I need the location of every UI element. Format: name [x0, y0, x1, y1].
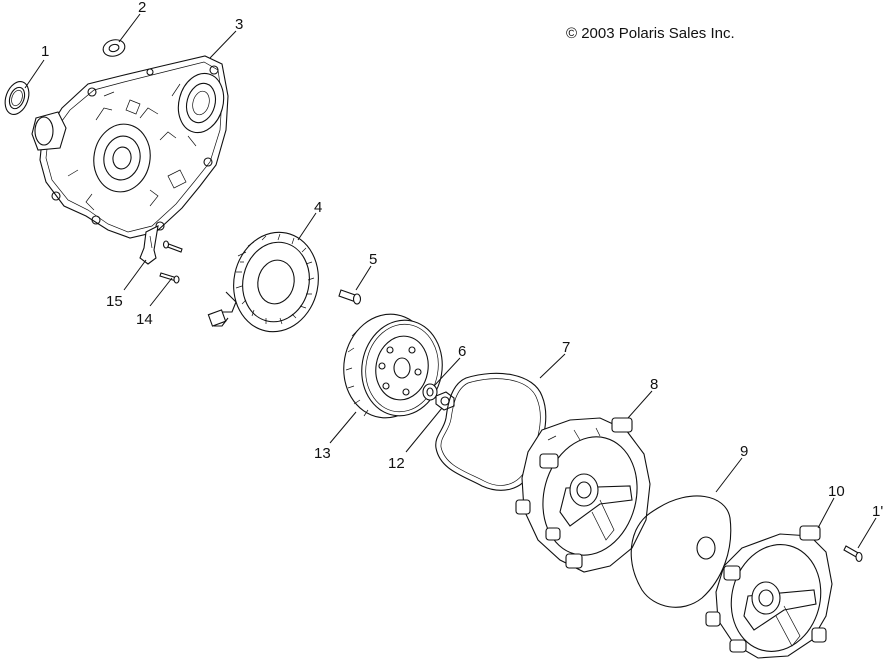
label-part-6: 6	[458, 343, 466, 360]
label-part-8: 8	[650, 376, 658, 393]
part-1-seal	[4, 81, 30, 115]
part-8-recoil-housing	[515, 417, 651, 573]
part-14-bolts	[159, 240, 183, 284]
part-4-stator	[207, 231, 319, 333]
leader-lines	[24, 13, 877, 549]
label-part-5: 5	[369, 251, 377, 268]
part-10-recoil-cover	[705, 525, 833, 659]
part-6-washer	[422, 383, 438, 401]
part-7-gasket	[435, 372, 547, 491]
label-part-2: 2	[138, 0, 146, 16]
part-labels: 1 2 3 4 5 6 7 8 9 10 1' 12 13 14 15	[41, 0, 883, 520]
part-15-clamp	[139, 225, 159, 265]
label-part-14: 14	[136, 311, 153, 328]
part-9-plate	[630, 495, 732, 608]
label-part-4: 4	[314, 199, 322, 216]
label-part-15: 15	[106, 293, 123, 310]
label-part-13: 13	[314, 445, 331, 462]
label-part-1: 1	[41, 43, 49, 60]
label-part-12: 12	[388, 455, 405, 472]
copyright-notice: © 2003 Polaris Sales Inc.	[566, 25, 735, 42]
label-part-11: 1'	[872, 503, 883, 520]
part-12-nut	[435, 391, 455, 411]
label-part-9: 9	[740, 443, 748, 460]
part-2-bearing	[102, 39, 126, 57]
label-part-10: 10	[828, 483, 845, 500]
part-13-flywheel	[343, 313, 443, 419]
part-3-crankcase	[31, 55, 229, 239]
label-part-3: 3	[235, 16, 243, 33]
label-part-7: 7	[562, 339, 570, 356]
part-5-bolt	[338, 289, 362, 305]
part-11-bolt	[843, 545, 863, 563]
